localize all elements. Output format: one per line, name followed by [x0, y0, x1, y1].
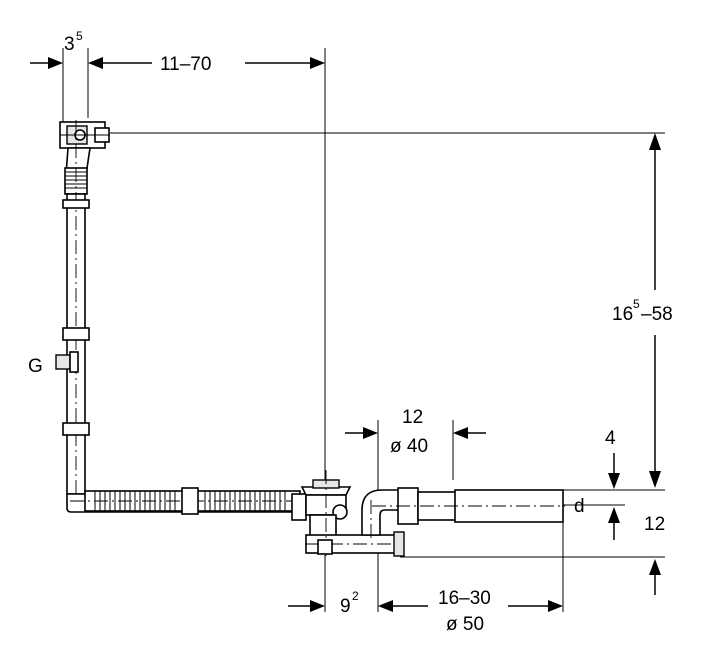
- dim-height-base: 16: [612, 304, 633, 325]
- dimension-top-gap: [608, 453, 620, 489]
- dim-pipe-spacing-top: 12: [402, 407, 423, 428]
- overflow-head: [59, 121, 110, 176]
- connection-label: G: [28, 356, 43, 377]
- dimension-9-2: [288, 600, 325, 612]
- dim-16-30: 16–30: [438, 588, 491, 609]
- dim-top-gap: 4: [605, 428, 616, 449]
- diameter-label: d: [574, 496, 585, 517]
- dimension-right-offset: [560, 504, 661, 595]
- dim-pipe-spacing-bottom: ø 40: [390, 436, 428, 457]
- dim-9-2-base: 9: [340, 596, 351, 617]
- dim-3-5-sup: 5: [76, 29, 83, 43]
- dimension-16-30: [378, 600, 563, 612]
- dim-height-sup: 5: [633, 297, 640, 311]
- dim-o50: ø 50: [446, 614, 484, 635]
- labels: 3 5 11–70 16 5 –58 G 12 ø 40 4 d 12 9 2 …: [28, 29, 673, 635]
- dim-height-rest: –58: [641, 304, 673, 325]
- dim-9-2-sup: 2: [352, 589, 359, 603]
- dimension-pipe-spacing: [345, 427, 486, 439]
- dimension-11-70: [92, 57, 325, 69]
- dim-11-70: 11–70: [160, 54, 211, 75]
- dimension-height: [649, 133, 661, 488]
- trap-outlet: [361, 487, 565, 540]
- horizontal-hose: [66, 487, 320, 521]
- drain-valve: [300, 470, 405, 560]
- dim-right-offset: 12: [644, 514, 665, 535]
- dim-3-5-base: 3: [64, 34, 75, 55]
